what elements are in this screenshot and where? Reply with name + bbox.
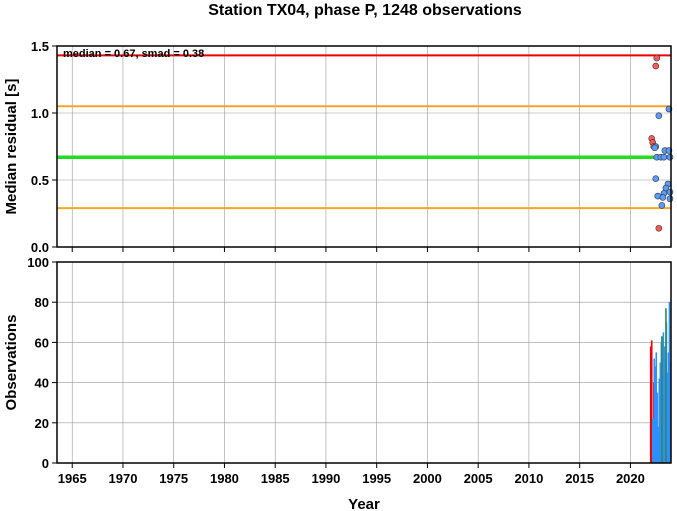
observation-bar xyxy=(666,372,669,463)
observations-y-axis-label: Observations xyxy=(3,315,20,411)
x-tick-label: 2000 xyxy=(413,471,442,486)
y-tick-label: 1.0 xyxy=(31,106,49,121)
residual-reference-lines xyxy=(57,54,671,210)
data-point xyxy=(666,153,674,161)
x-tick-label: 2015 xyxy=(565,471,594,486)
y-tick-label: 1.5 xyxy=(31,39,49,54)
x-axis-label: Year xyxy=(348,496,380,511)
observation-bar xyxy=(658,378,661,463)
data-point xyxy=(652,62,660,70)
y-tick-label: 0.5 xyxy=(31,173,49,188)
observation-bar xyxy=(649,346,652,463)
data-point xyxy=(655,224,663,232)
observation-bar xyxy=(653,358,656,463)
observation-bar xyxy=(659,362,662,463)
observation-bar xyxy=(665,308,667,463)
data-point xyxy=(658,202,666,209)
residual-annotation: median = 0.67, smad = 0.38 xyxy=(63,48,204,60)
x-tick-label: 1995 xyxy=(362,471,391,486)
residual-points xyxy=(648,54,674,232)
x-tick-label: 2005 xyxy=(464,471,493,486)
observations-y-ticks: 0 20 40 60 80 100 xyxy=(27,255,57,471)
data-point xyxy=(653,54,661,62)
y-tick-label: 20 xyxy=(35,416,49,431)
residual-y-ticks: 0.0 0.5 1.0 1.5 xyxy=(31,39,57,255)
observation-bar xyxy=(651,418,654,463)
y-tick-label: 0.0 xyxy=(31,240,49,255)
data-point xyxy=(652,175,660,182)
x-tick-label: 1980 xyxy=(210,471,239,486)
observation-bar xyxy=(662,332,665,463)
x-tick-label: 1975 xyxy=(159,471,188,486)
observation-bar xyxy=(655,352,658,463)
observation-bar xyxy=(661,336,663,463)
y-tick-label: 100 xyxy=(27,255,49,270)
data-point xyxy=(666,195,674,203)
residual-y-axis-label: Median residual [s] xyxy=(3,79,20,215)
observations-panel-frame xyxy=(56,261,672,464)
observations-panel-grid xyxy=(57,261,671,464)
data-point xyxy=(655,112,663,119)
residual-panel-grid xyxy=(57,45,671,248)
y-tick-label: 60 xyxy=(35,335,49,350)
observations-x-ticks: 1965 1970 1975 1980 1985 1990 1995 2000 2005 2010… xyxy=(58,463,645,486)
data-point xyxy=(659,194,667,201)
residual-x-ticks xyxy=(71,247,631,252)
x-tick-label: 2020 xyxy=(616,471,645,486)
residual-panel-frame xyxy=(56,45,672,248)
chart-title: Station TX04, phase P, 1248 observations xyxy=(208,2,522,19)
x-tick-label: 1990 xyxy=(311,471,340,486)
x-tick-label: 1970 xyxy=(109,471,138,486)
y-tick-label: 0 xyxy=(42,456,49,471)
data-point xyxy=(666,188,674,196)
x-tick-label: 2010 xyxy=(514,471,543,486)
data-point xyxy=(660,153,668,161)
observation-bar xyxy=(656,392,659,463)
observation-bar xyxy=(654,366,657,463)
observation-bar xyxy=(657,426,660,463)
observation-bar xyxy=(663,346,666,463)
data-point xyxy=(651,144,659,152)
observation-bar xyxy=(667,352,670,463)
y-tick-label: 80 xyxy=(35,295,49,310)
observations-bars xyxy=(649,302,672,463)
observation-bar xyxy=(650,340,653,463)
observation-bar xyxy=(668,302,671,463)
x-tick-label: 1965 xyxy=(58,471,87,486)
y-tick-label: 40 xyxy=(35,376,49,391)
x-tick-label: 1985 xyxy=(261,471,290,486)
